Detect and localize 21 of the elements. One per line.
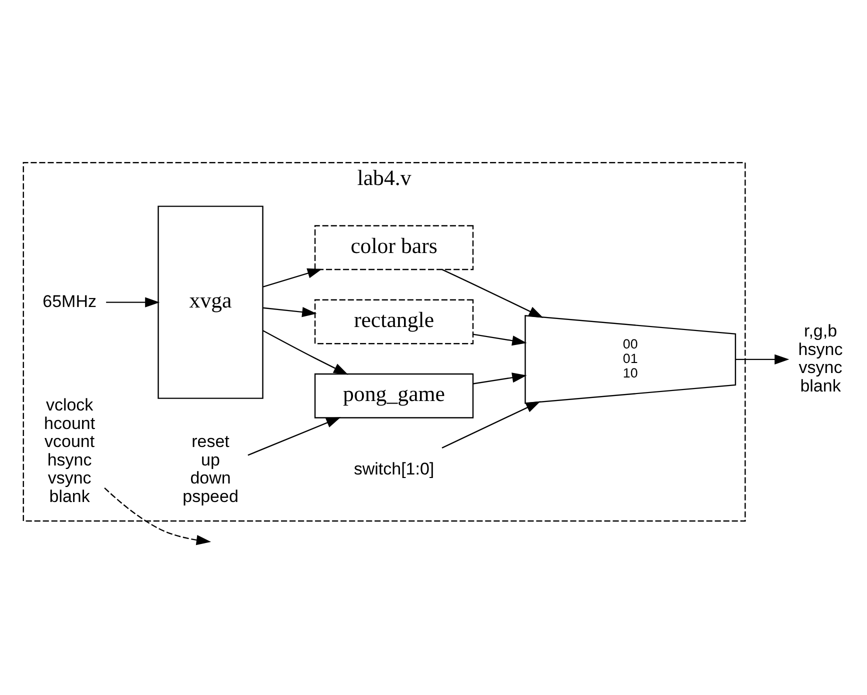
arrow bbox=[104, 488, 212, 546]
node-text: reset up down pspeed bbox=[182, 432, 238, 506]
arrow bbox=[442, 401, 541, 448]
node-box: pong_game bbox=[314, 373, 474, 418]
arrow bbox=[106, 297, 160, 308]
arrow bbox=[248, 417, 341, 456]
arrow bbox=[736, 354, 790, 365]
node-box: xvga bbox=[158, 206, 264, 399]
arrow bbox=[262, 268, 322, 288]
arrow bbox=[262, 330, 348, 375]
arrow bbox=[473, 372, 527, 384]
node-box: color bars bbox=[314, 225, 474, 270]
node-text: r,g,b hsync vsync blank bbox=[798, 322, 843, 396]
arrow bbox=[263, 306, 317, 318]
node-box: rectangle bbox=[314, 299, 474, 344]
node-text: vclock hcount vcount hsync vsync blank bbox=[44, 396, 96, 506]
arrow bbox=[442, 268, 544, 318]
node-box: 00 01 10 bbox=[524, 315, 736, 404]
arrow bbox=[473, 334, 527, 346]
node-text: switch[1:0] bbox=[354, 460, 434, 479]
node-text: 65MHz bbox=[42, 292, 96, 311]
